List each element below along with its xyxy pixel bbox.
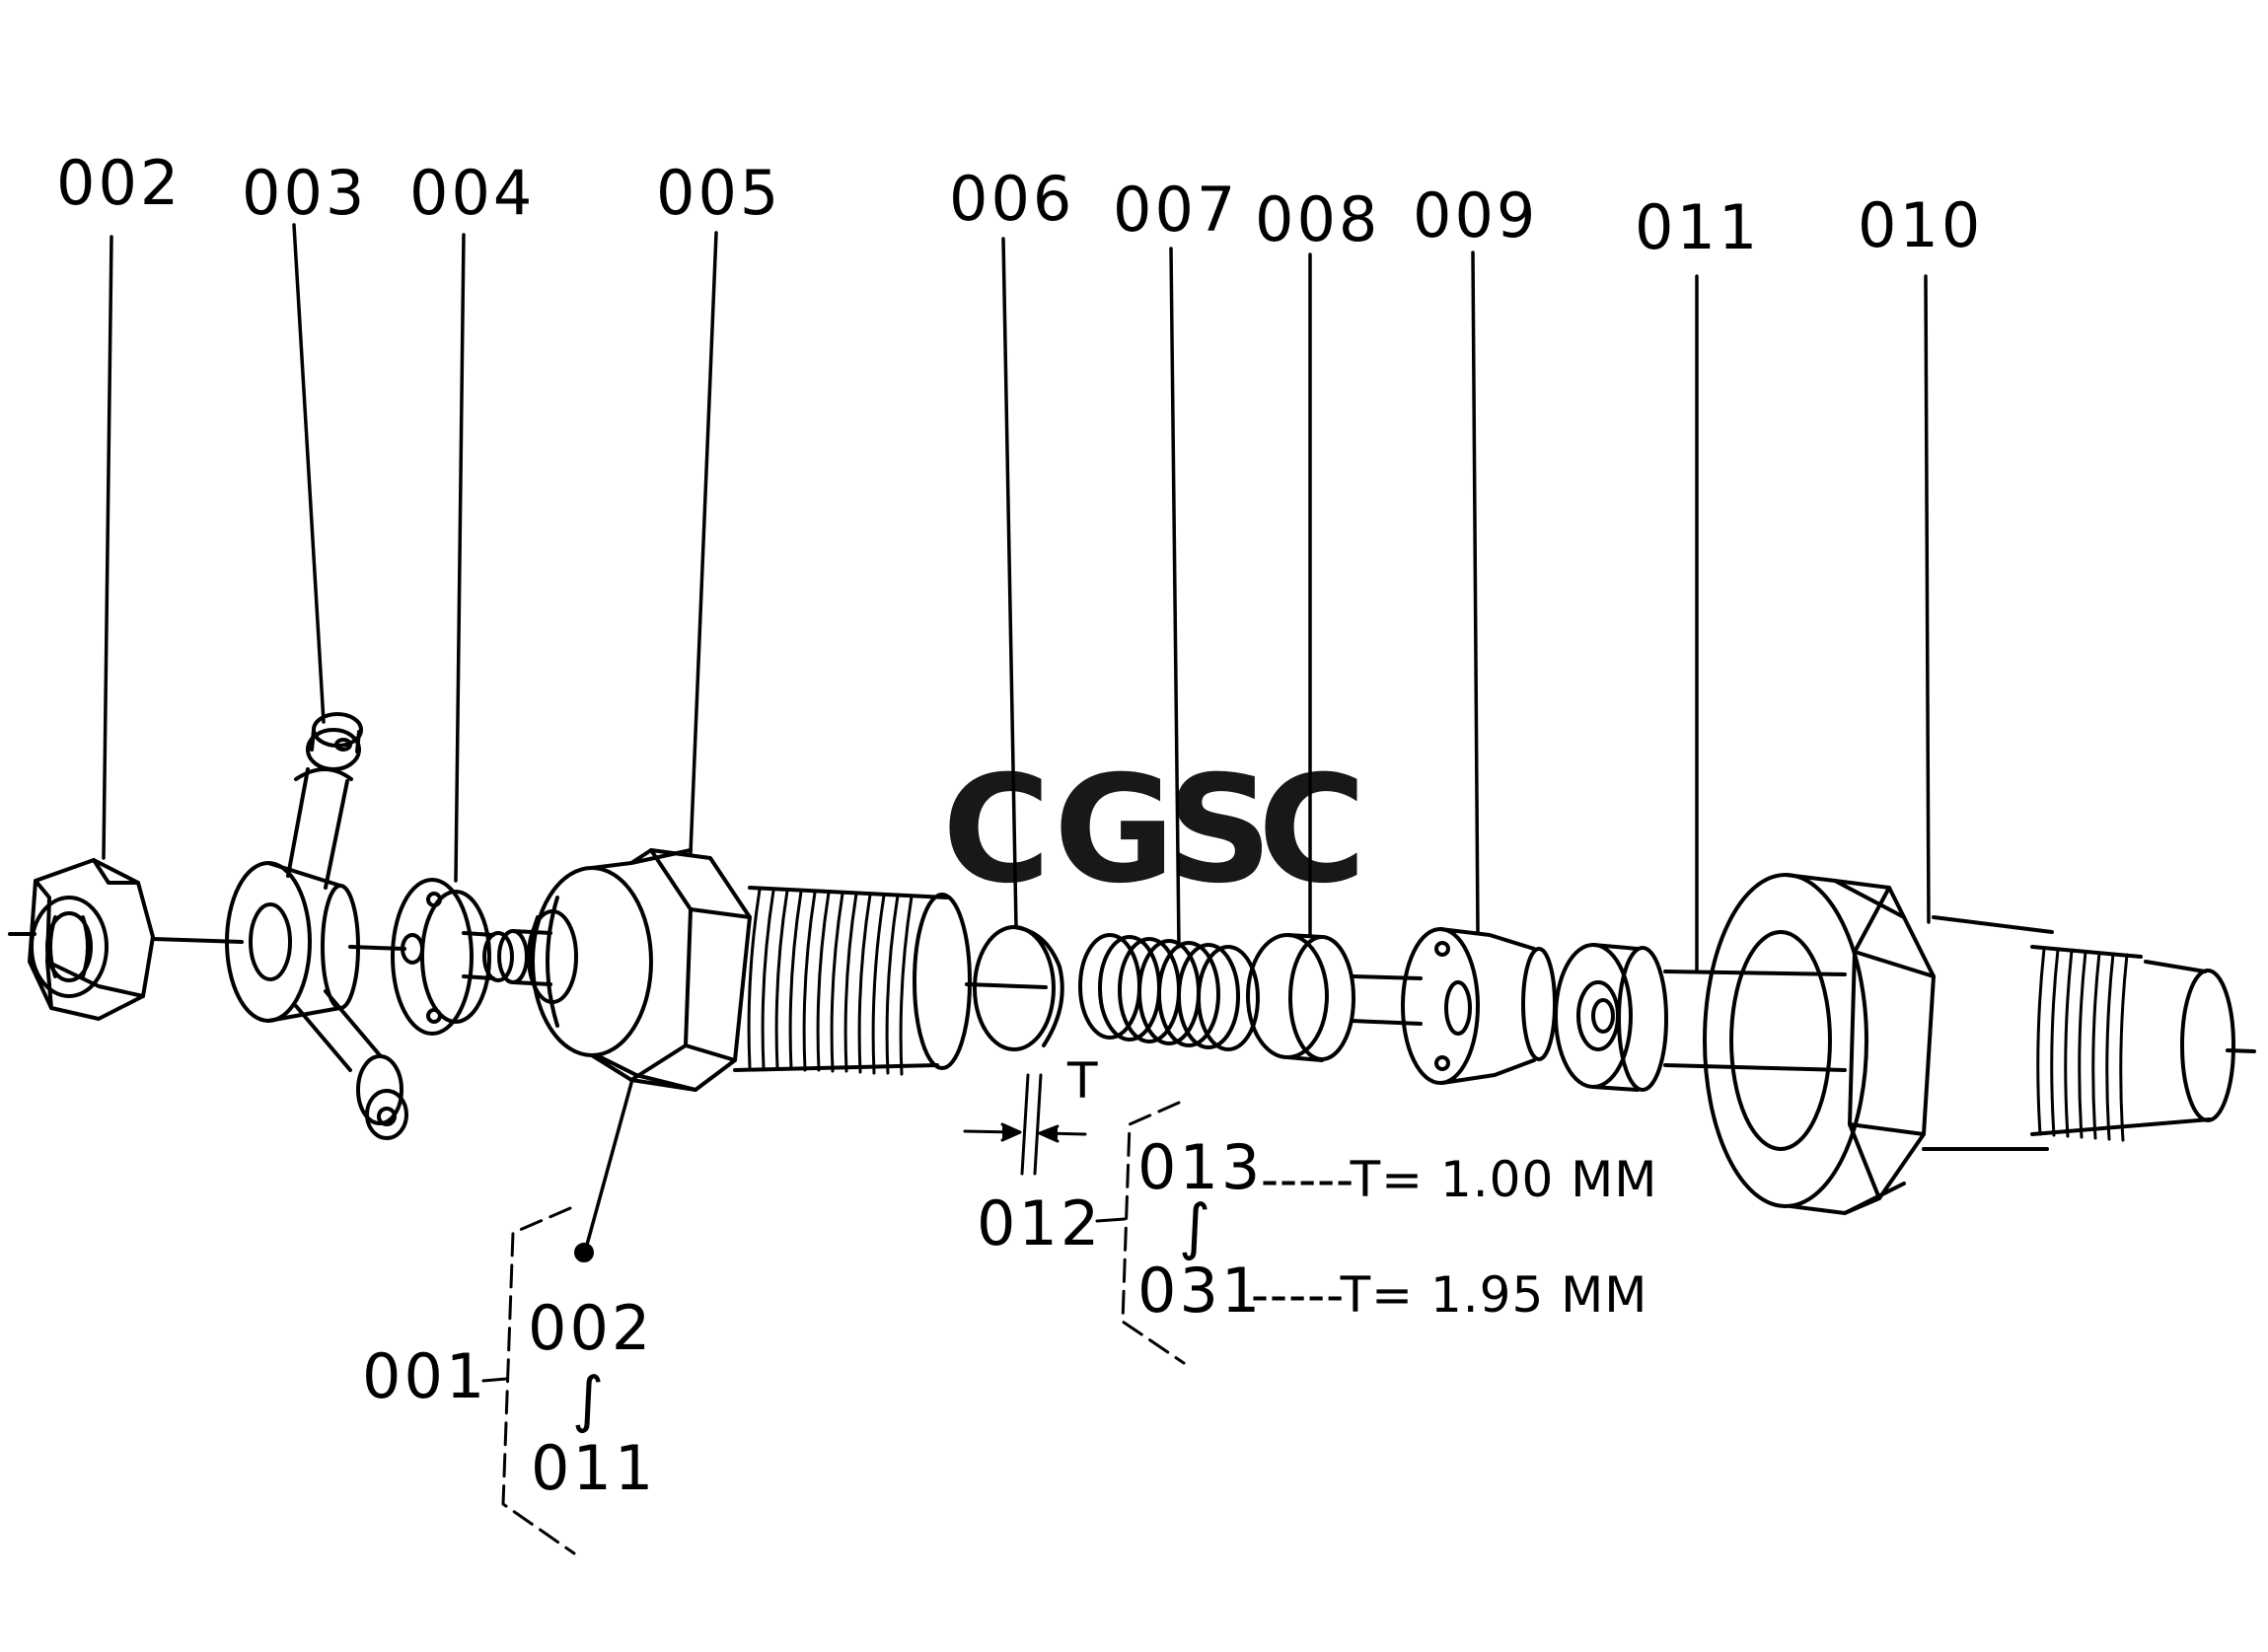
label-part-007: 007 (1113, 174, 1238, 246)
cgsc-watermark: C G S C (942, 745, 1366, 916)
assembly-range-end: 011 (531, 1432, 656, 1504)
shim-group-012: 012 T 013 -----T= 1.00 MM ∫ 031 -----T= … (977, 1052, 1657, 1327)
assembly-bracket-tick (481, 1377, 509, 1383)
shims-id: 012 (977, 1187, 1102, 1259)
assembly-group-001: 001 002 ∫ 011 (362, 1292, 656, 1504)
shims-range-end: 031 (1137, 1255, 1263, 1327)
label-part-003: 003 (242, 157, 367, 229)
shims-end-thickness: -----T= 1.95 MM (1251, 1266, 1647, 1324)
watermark-letter-4: C (1258, 745, 1366, 916)
thickness-dimension (963, 1073, 1087, 1176)
label-part-009: 009 (1413, 180, 1538, 251)
part-007-spring (1078, 933, 1260, 1051)
assembly-range-mark: ∫ (572, 1363, 604, 1435)
thickness-label: T (1066, 1052, 1099, 1110)
part-004-valve-holder (391, 878, 578, 1036)
label-part-010: 010 (1858, 189, 1983, 261)
shims-bracket-tick (1095, 1217, 1127, 1223)
part-010-cap-nut (1703, 873, 2235, 1215)
assembly-bracket (501, 1206, 576, 1555)
assembly-id: 001 (362, 1340, 487, 1412)
label-part-004: 004 (409, 157, 535, 229)
shims-range-start: 013 (1137, 1131, 1263, 1203)
watermark-letter-1: C (942, 745, 1051, 916)
leader-dot (574, 1243, 594, 1262)
shims-start-thickness: -----T= 1.00 MM (1261, 1151, 1657, 1208)
label-part-002: 002 (56, 147, 182, 219)
label-part-008: 008 (1255, 183, 1380, 255)
shims-range-mark: ∫ (1179, 1190, 1210, 1262)
assembly-range-start: 002 (528, 1292, 653, 1364)
label-part-006: 006 (949, 163, 1074, 235)
shims-bracket (1121, 1101, 1186, 1365)
label-part-011: 011 (1635, 191, 1760, 263)
watermark-letter-3: S (1166, 745, 1273, 916)
leader-lines (102, 223, 1931, 1247)
part-005-nozzle-holder-body (531, 848, 972, 1092)
part-003-banjo-fitting (225, 712, 408, 1140)
part-009-intermediate-piece (1401, 927, 1557, 1085)
part-labels: 002 003 004 005 006 007 008 009 011 010 (56, 147, 1983, 263)
watermark-letter-2: G (1054, 745, 1175, 916)
label-part-005: 005 (656, 157, 781, 229)
part-008-spring-seat (1246, 933, 1423, 1062)
part-011-nozzle (1554, 943, 1847, 1092)
part-006-shim-disc (973, 925, 1064, 1051)
part-002-hex-nut (28, 858, 155, 1021)
